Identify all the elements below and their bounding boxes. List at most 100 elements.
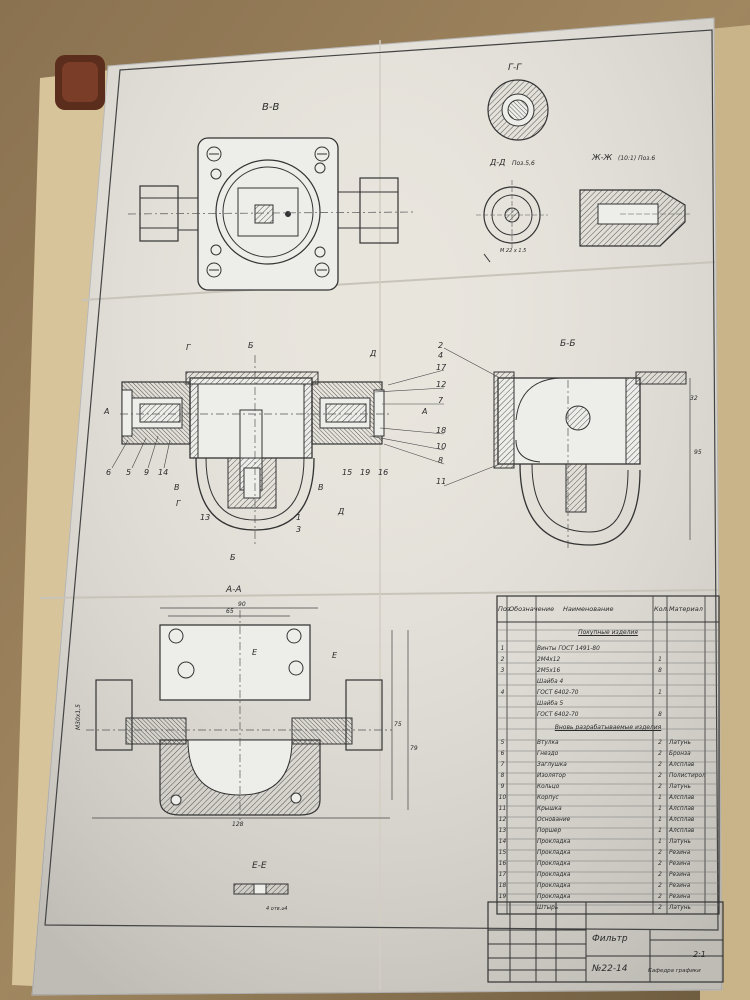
section-buy-title: Покупные изделия bbox=[578, 629, 638, 636]
view-gg: Г-Г bbox=[487, 63, 549, 141]
cell-pos: 10 bbox=[498, 795, 507, 801]
view-aa-label: А-А bbox=[225, 585, 242, 595]
callout: 16 bbox=[378, 468, 388, 477]
cell-pos: 6 bbox=[500, 751, 505, 757]
view-bb: Б-Б bbox=[493, 339, 691, 548]
section-mark: А bbox=[421, 407, 427, 416]
main-section-view bbox=[120, 355, 390, 545]
callout: 8 bbox=[438, 456, 443, 465]
cell-qty: 2 bbox=[658, 861, 662, 867]
view-ee: Е-Е 4 отв.⌀4 bbox=[233, 861, 289, 912]
view-ee-note: 4 отв.⌀4 bbox=[266, 906, 287, 912]
dimension: 79 bbox=[410, 745, 418, 752]
cell-mat: Латунь bbox=[669, 784, 691, 790]
cell-name: Штырь bbox=[537, 905, 559, 911]
cell-pos: 8 bbox=[500, 773, 505, 779]
cell-name: Поршер bbox=[537, 828, 562, 834]
col-header-designation: Обозначение bbox=[509, 605, 555, 613]
callout: 6 bbox=[106, 468, 111, 477]
cell-qty: 1 bbox=[658, 839, 662, 845]
cell-pos: 4 bbox=[500, 690, 505, 696]
cell-name: Крышка bbox=[537, 806, 562, 812]
title-block-grid bbox=[487, 901, 724, 983]
cell-name: 2М5x16 bbox=[537, 668, 561, 674]
section-mark: Е bbox=[332, 651, 338, 660]
spec-table: Поз. Обозначение Наименование Кол. Матер… bbox=[497, 596, 719, 914]
cell-name: Кольцо bbox=[537, 784, 560, 790]
view-vv-label: В-В bbox=[262, 102, 279, 113]
fold-line bbox=[81, 261, 717, 301]
view-gg-label: Г-Г bbox=[508, 63, 522, 73]
cell-name: Прокладка bbox=[537, 861, 571, 867]
cell-name: ГОСТ 6402-70 bbox=[537, 690, 579, 696]
view-zhzh-label: Ж-Ж bbox=[591, 153, 613, 162]
cell-name: Гнездо bbox=[537, 751, 559, 757]
section-mark: Г bbox=[176, 499, 181, 508]
table-row: ГОСТ 6402-70 8 bbox=[497, 710, 719, 721]
cell-mat: Резина bbox=[669, 883, 691, 889]
callout: 2 bbox=[438, 341, 443, 350]
cell-name: Шайба 5 bbox=[537, 701, 564, 707]
cell-name: Прокладка bbox=[537, 839, 571, 845]
view-dd: Д-Д Поз.5,6 М 22 x 1.5 bbox=[476, 158, 548, 263]
cell-name: Изолятор bbox=[537, 773, 566, 779]
view-aa: А-А bbox=[86, 585, 409, 820]
drawing-number: №22-14 bbox=[592, 964, 628, 974]
callout: 10 bbox=[436, 442, 446, 451]
thread-label: М 22 x 1.5 bbox=[500, 248, 526, 254]
view-bb-label: Б-Б bbox=[560, 339, 576, 349]
cell-name: Прокладка bbox=[537, 894, 571, 900]
view-zhzh: Ж-Ж (10:1) Поз.6 bbox=[579, 153, 690, 247]
callout: 1 bbox=[296, 513, 301, 522]
cell-pos: 12 bbox=[498, 817, 507, 823]
cell-qty: 8 bbox=[658, 712, 662, 718]
section-mark: В bbox=[174, 483, 180, 492]
cell-name: ГОСТ 6402-70 bbox=[537, 712, 579, 718]
callout: 17 bbox=[436, 363, 447, 372]
view-dd-label: Д-Д bbox=[489, 158, 505, 167]
table-row: 4 ГОСТ 6402-70 1 bbox=[497, 688, 719, 699]
cell-pos: 18 bbox=[498, 883, 507, 889]
callout: 15 bbox=[342, 468, 352, 477]
callout: 4 bbox=[438, 351, 443, 360]
section-mark: Е bbox=[252, 648, 258, 657]
cell-pos: 16 bbox=[498, 861, 507, 867]
col-header-name: Наименование bbox=[563, 605, 614, 613]
cell-qty: 1 bbox=[658, 828, 662, 834]
cell-qty: 1 bbox=[658, 795, 662, 801]
view-zhzh-note: (10:1) Поз.6 bbox=[618, 155, 655, 162]
cell-qty: 8 bbox=[658, 668, 662, 674]
callout: 13 bbox=[200, 513, 210, 522]
col-header-material: Материал bbox=[669, 605, 703, 613]
cell-pos: 11 bbox=[498, 806, 507, 812]
cell-mat: Латунь bbox=[669, 740, 691, 746]
view-ee-label: Е-Е bbox=[252, 861, 267, 871]
title-block: Фильтр №22-14 2:1 Кафедра графики bbox=[488, 902, 723, 982]
section-mark: В bbox=[318, 483, 324, 492]
callout: 3 bbox=[296, 525, 301, 534]
drawing-frame bbox=[44, 29, 719, 931]
cell-name: Прокладка bbox=[537, 872, 571, 878]
cell-pos: 15 bbox=[498, 850, 507, 856]
leader-lines bbox=[111, 347, 501, 487]
col-header-qty: Кол. bbox=[654, 605, 669, 613]
cell-name: Заглушка bbox=[537, 762, 567, 768]
dimension: М30x1,5 bbox=[75, 704, 82, 730]
section-new-title: Вновь разрабатываемые изделия bbox=[554, 724, 662, 731]
dimensions: 65 90 128 75 79 М30x1,5 32 95 bbox=[75, 395, 702, 828]
cell-mat: Алсплав bbox=[669, 806, 695, 812]
cell-qty: 2 bbox=[658, 740, 662, 746]
cell-pos: 17 bbox=[498, 872, 507, 878]
drawing-scale: 2:1 bbox=[693, 950, 706, 959]
cell-qty: 1 bbox=[658, 690, 662, 696]
callout: 5 bbox=[126, 468, 131, 477]
